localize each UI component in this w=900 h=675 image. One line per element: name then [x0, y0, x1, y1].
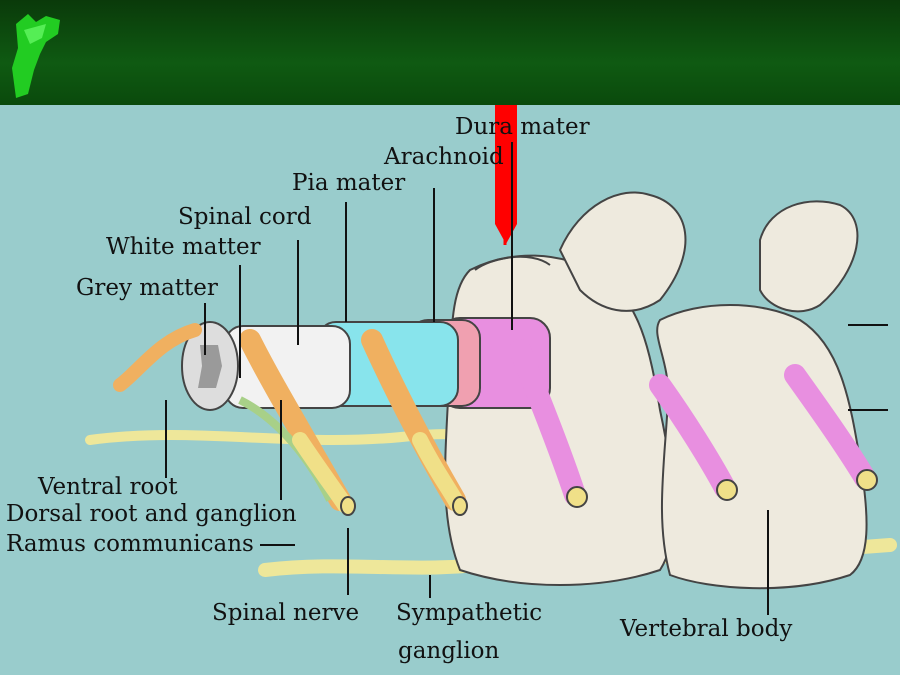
label-sympathetic: Sympathetic — [396, 602, 542, 625]
label-grey-matter: Grey matter — [76, 277, 218, 300]
label-ramus-communicans: Ramus communicans — [6, 533, 254, 556]
spinal-anatomy-diagram — [0, 105, 900, 675]
slide-header-bar — [0, 0, 900, 105]
label-spinal-nerve: Spinal nerve — [212, 602, 359, 625]
label-ganglion: ganglion — [398, 640, 499, 663]
label-arachnoid: Arachnoid — [384, 146, 504, 169]
label-dura-mater: Dura mater — [455, 116, 590, 139]
label-spinal-cord: Spinal cord — [178, 206, 311, 229]
label-vertebral-body: Vertebral body — [620, 618, 792, 641]
label-dorsal-root: Dorsal root and ganglion — [6, 503, 297, 526]
label-ventral-root: Ventral root — [38, 476, 177, 499]
spine-logo-icon — [6, 8, 66, 106]
vertebra-2 — [657, 201, 866, 588]
label-white-matter: White matter — [106, 236, 261, 259]
label-pia-mater: Pia mater — [292, 172, 405, 195]
